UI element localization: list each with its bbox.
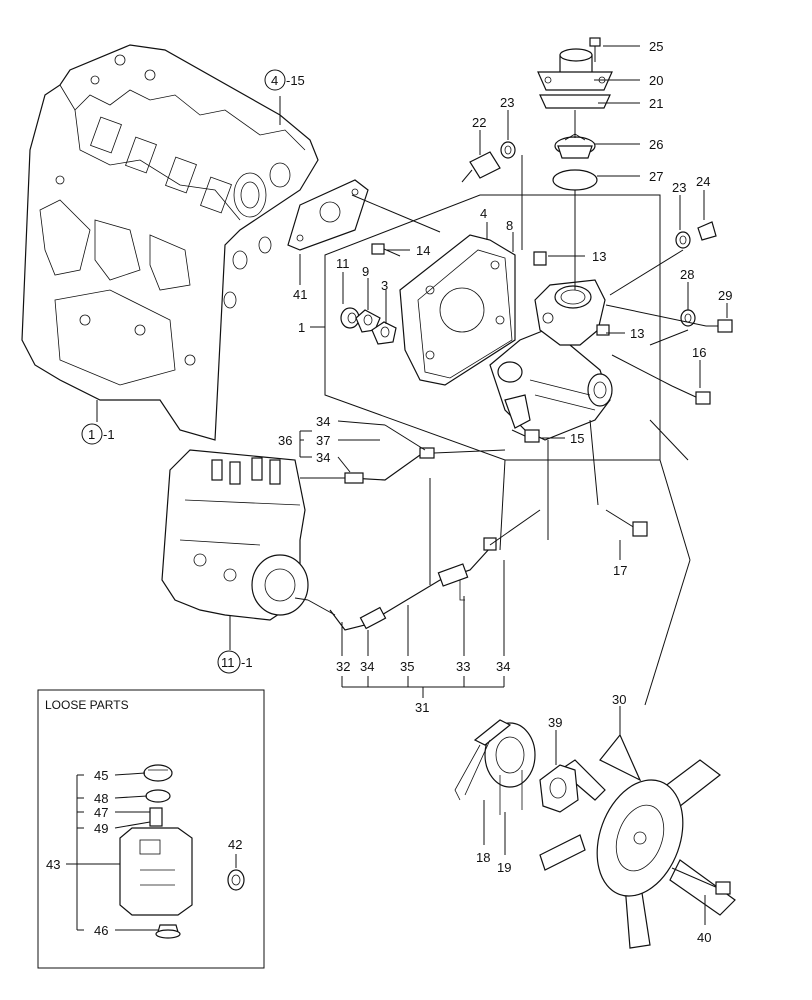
callout-11: 11 xyxy=(336,256,350,271)
loose-parts-title: LOOSE PARTS xyxy=(45,698,129,712)
callout-47: 47 xyxy=(94,805,108,820)
callout-17: 17 xyxy=(613,563,627,578)
callout-8: 8 xyxy=(506,218,513,233)
fan-leader-lines xyxy=(499,459,691,706)
callout-labels: 25 20 21 26 27 23 22 23 24 4 8 14 13 13 … xyxy=(81,39,732,945)
callout-15: 15 xyxy=(570,431,584,446)
pulley-19-drawing xyxy=(484,722,536,815)
ref-pump-number: 11 xyxy=(221,655,235,670)
callout-35: 35 xyxy=(400,659,414,674)
ref-circle-pump xyxy=(217,650,241,674)
thermostat-cover-20-drawing xyxy=(537,48,613,109)
plug-24-drawing xyxy=(675,221,717,249)
callout-30: 30 xyxy=(612,692,626,707)
ref-block-number: 1 xyxy=(88,427,95,442)
label-leader-lines xyxy=(96,45,728,925)
loose-parts-labels: LOOSE PARTS 45 48 47 49 43 42 46 xyxy=(45,698,242,938)
callout-34-pipe-right: 34 xyxy=(496,659,510,674)
injection-pump-drawing xyxy=(161,449,309,621)
seals-11-9-3-drawing xyxy=(340,307,397,345)
callout-41: 41 xyxy=(293,287,307,302)
bolt-40-drawing xyxy=(671,867,731,895)
ref-block-suffix: -1 xyxy=(103,427,115,442)
temp-sender-22-drawing xyxy=(461,141,516,183)
bolt-15-drawing xyxy=(511,429,540,443)
callout-13-bottom: 13 xyxy=(630,326,644,341)
callout-34-pipe-left: 34 xyxy=(360,659,374,674)
ref-head-suffix: -15 xyxy=(286,73,305,88)
pipe-35-drawing xyxy=(307,478,541,631)
bolt-25-drawing xyxy=(589,37,601,62)
callout-31: 31 xyxy=(415,700,429,715)
callout-48: 48 xyxy=(94,791,108,806)
v-belt-18-drawing xyxy=(454,719,512,801)
callout-28: 28 xyxy=(680,267,694,282)
callout-42: 42 xyxy=(228,837,242,852)
spacer-39-drawing xyxy=(539,764,579,813)
callout-3: 3 xyxy=(381,278,388,293)
callout-40: 40 xyxy=(697,930,711,945)
thermostat-26-drawing xyxy=(554,133,596,159)
callout-19: 19 xyxy=(497,860,511,875)
callout-34-lower: 34 xyxy=(316,450,330,465)
loose-parts-drawings xyxy=(66,764,245,939)
pipe-37-drawing xyxy=(300,447,506,484)
bolt-29-drawing xyxy=(706,319,733,333)
callout-29: 29 xyxy=(718,288,732,303)
plug-13-drawing xyxy=(533,251,610,336)
callout-45: 45 xyxy=(94,768,108,783)
callout-1: 1 xyxy=(298,320,305,335)
callout-43: 43 xyxy=(46,857,60,872)
callout-36: 36 xyxy=(278,433,292,448)
callout-14: 14 xyxy=(416,243,430,258)
callout-9: 9 xyxy=(362,264,369,279)
callout-13-top: 13 xyxy=(592,249,606,264)
gasket-4-drawing xyxy=(399,234,516,386)
callout-25: 25 xyxy=(649,39,663,54)
group-36-bracket xyxy=(299,420,426,473)
bolt-16-drawing xyxy=(671,385,711,405)
callout-26: 26 xyxy=(649,137,663,152)
callout-18: 18 xyxy=(476,850,490,865)
loose-parts-box xyxy=(37,689,265,969)
callout-39: 39 xyxy=(548,715,562,730)
callout-34-upper: 34 xyxy=(316,414,330,429)
callout-23-right: 23 xyxy=(672,180,686,195)
callout-16: 16 xyxy=(692,345,706,360)
callout-21: 21 xyxy=(649,96,663,111)
callout-49: 49 xyxy=(94,821,108,836)
callout-46: 46 xyxy=(94,923,108,938)
bolt-17-drawing xyxy=(605,509,648,537)
pump-leader-lines xyxy=(351,110,707,540)
ref-circle-block xyxy=(81,423,103,445)
ref-pump-suffix: -1 xyxy=(241,655,253,670)
callout-33: 33 xyxy=(456,659,470,674)
callout-37: 37 xyxy=(316,433,330,448)
callout-24: 24 xyxy=(696,174,710,189)
callout-22: 22 xyxy=(472,115,486,130)
group-31-bracket xyxy=(341,560,505,698)
callout-23-top: 23 xyxy=(500,95,514,110)
o-ring-27-drawing xyxy=(552,169,598,191)
callout-4: 4 xyxy=(480,206,487,221)
plate-8-drawing xyxy=(417,249,513,379)
ref-circle-head xyxy=(264,69,286,91)
callout-32: 32 xyxy=(336,659,350,674)
water-pump-body-drawing xyxy=(489,329,613,441)
gasket-41-drawing xyxy=(287,179,369,251)
ref-head-number: 4 xyxy=(271,73,278,88)
callout-27: 27 xyxy=(649,169,663,184)
callout-20: 20 xyxy=(649,73,663,88)
thermostat-housing-drawing xyxy=(534,279,606,346)
engine-block-drawing xyxy=(21,44,319,441)
fan-30-drawing xyxy=(539,733,736,949)
